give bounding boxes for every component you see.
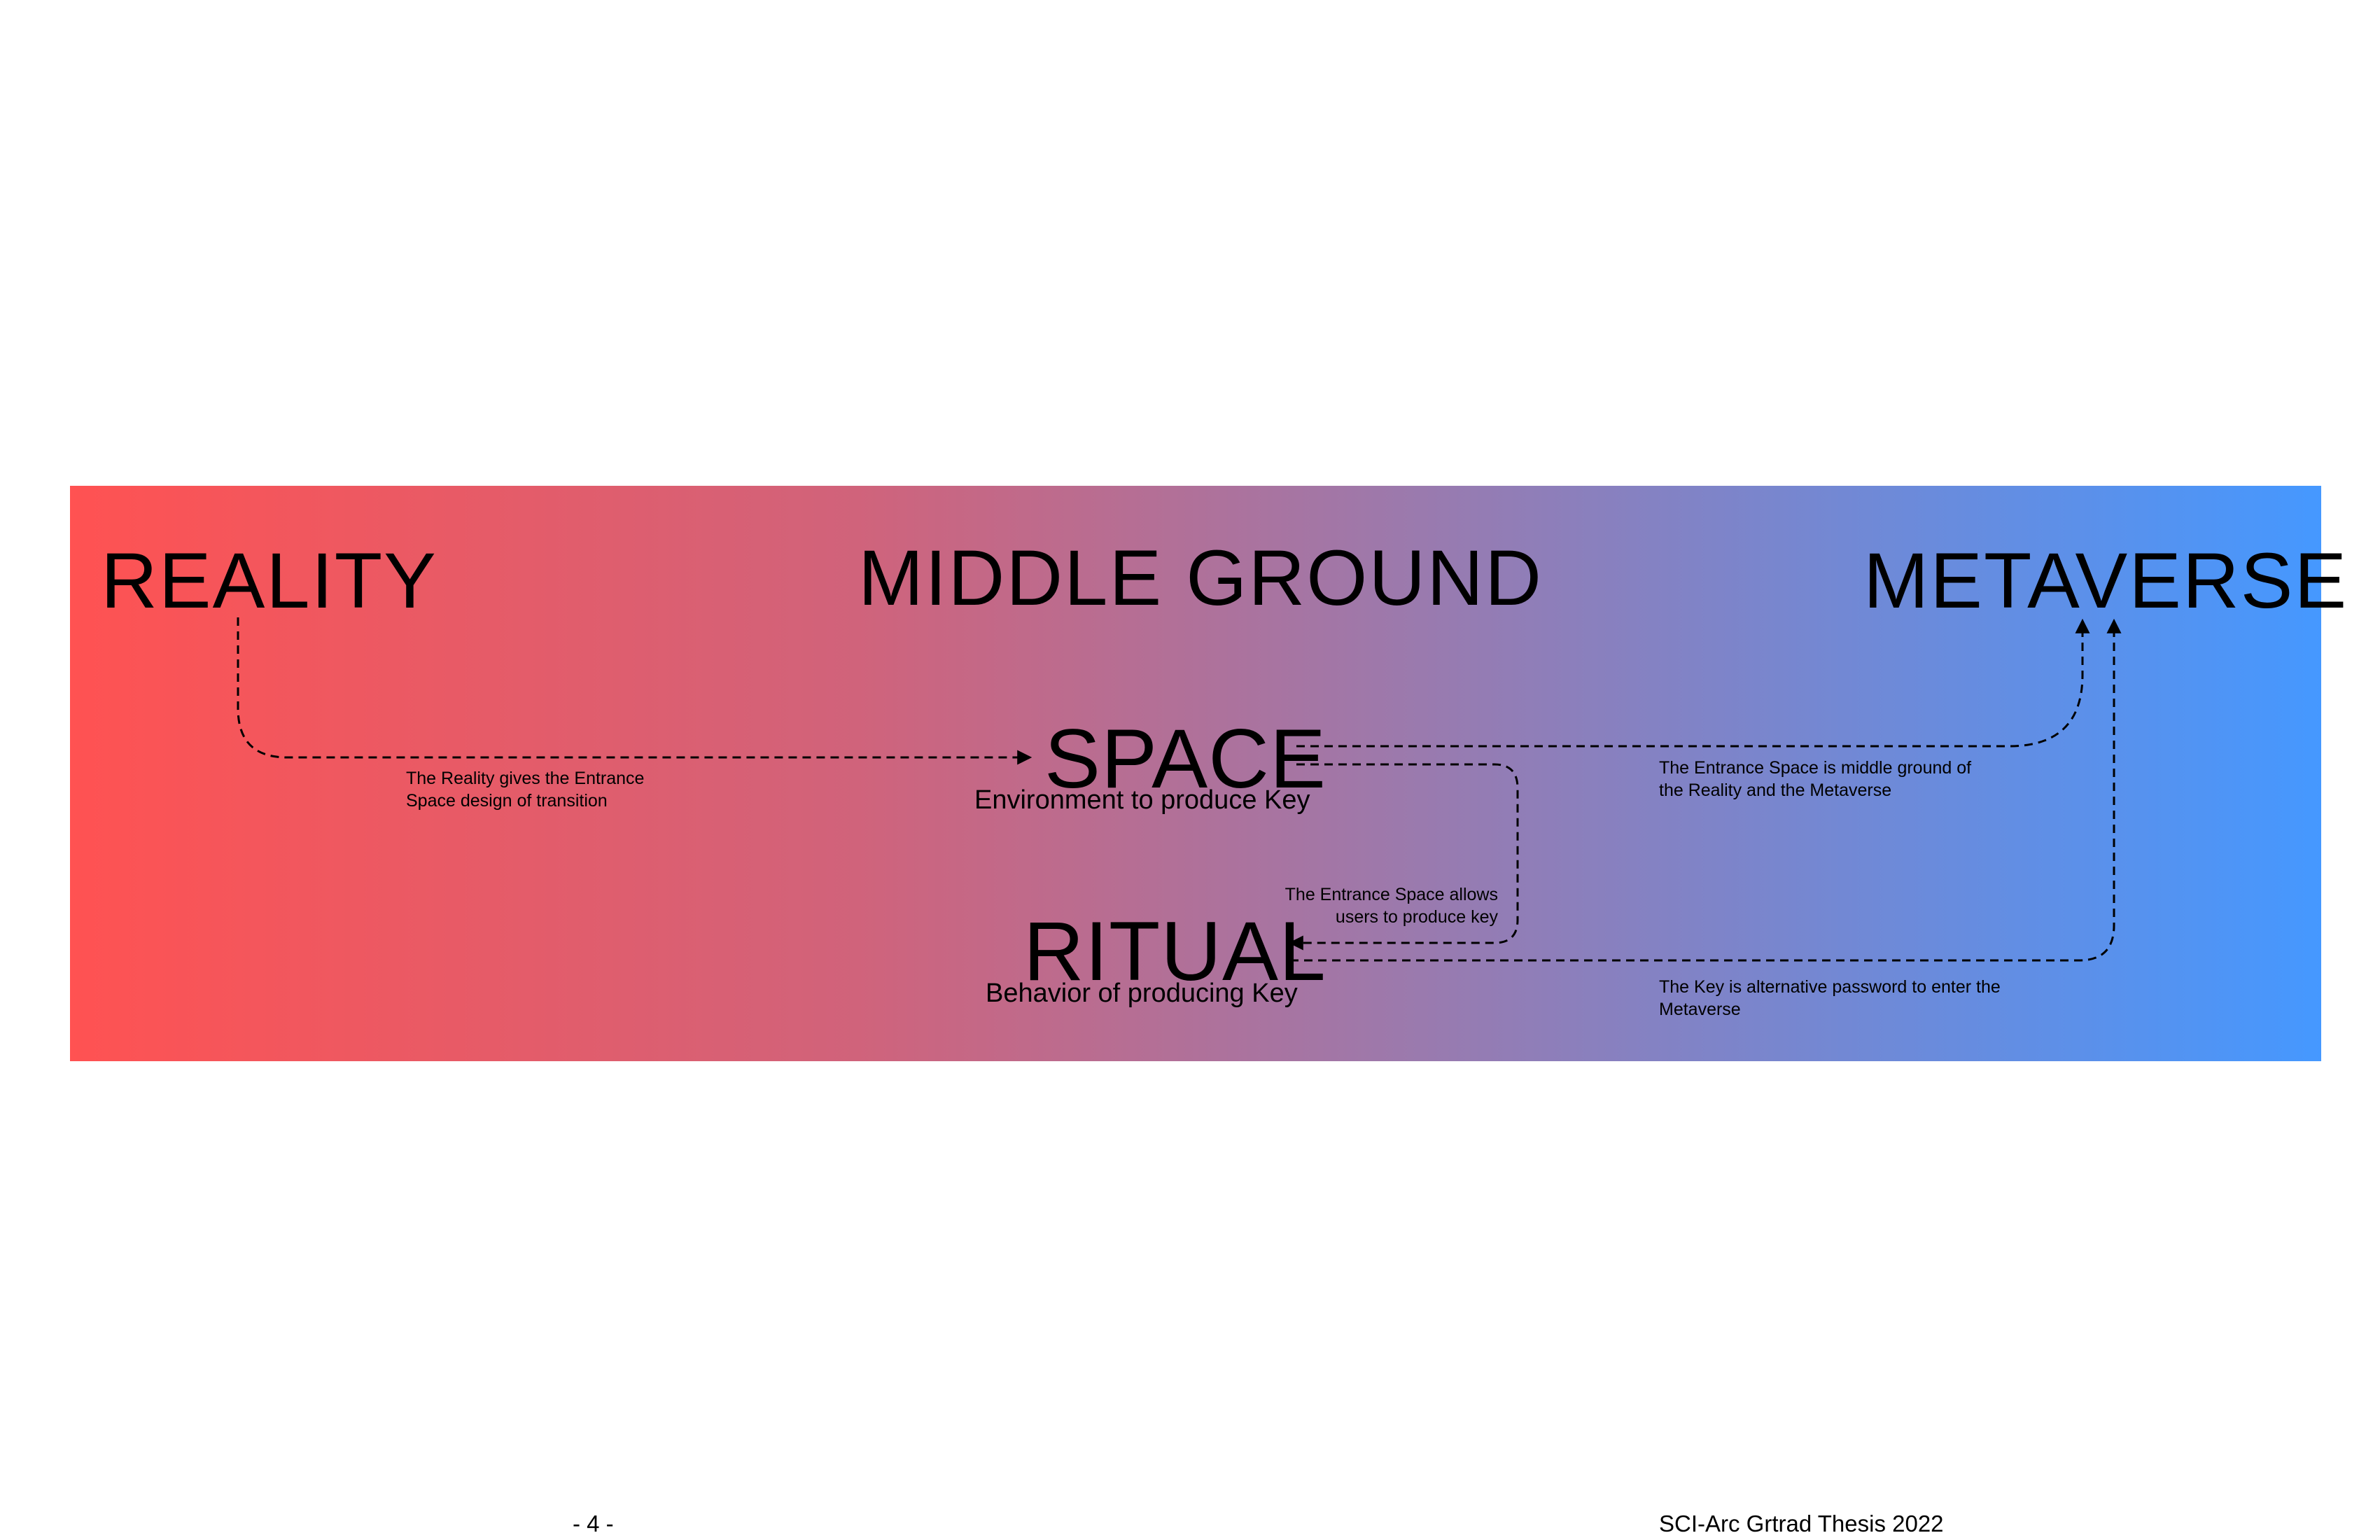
note-space-to-ritual: The Entrance Space allows users to produ…	[1284, 885, 1498, 927]
space-node-title: SPACE	[1044, 712, 1326, 806]
reality-label: REALITY	[101, 537, 438, 624]
publication-title: SCI-Arc Grtrad Thesis 2022	[1659, 1511, 1944, 1536]
gradient-background	[70, 486, 2321, 1061]
arrow-reality-to-space	[237, 617, 1032, 765]
diagram-band: REALITY MIDDLE GROUND METAVERSE SPACE En…	[70, 486, 2346, 1061]
page-number: - 4 -	[573, 1511, 614, 1536]
arrow-space-to-metaverse	[1296, 618, 2090, 748]
arrow-space-to-ritual	[1288, 763, 1519, 951]
space-node-subtitle: Environment to produce Key	[974, 785, 1310, 815]
middle-ground-label: MIDDLE GROUND	[858, 534, 1544, 622]
ritual-node-subtitle: Behavior of producing Key	[986, 979, 1298, 1008]
ritual-node-title: RITUAL	[1023, 904, 1326, 998]
note-ritual-to-metaverse: The Key is alternative password to enter…	[1659, 977, 2001, 1019]
metaverse-label: METAVERSE	[1863, 537, 2348, 624]
note-space-to-metaverse: The Entrance Space is middle ground of t…	[1659, 758, 1972, 800]
arrow-ritual-to-metaverse	[1290, 618, 2122, 962]
connector-lines	[237, 617, 2122, 962]
note-reality-to-space: The Reality gives the Entrance Space des…	[406, 769, 645, 811]
